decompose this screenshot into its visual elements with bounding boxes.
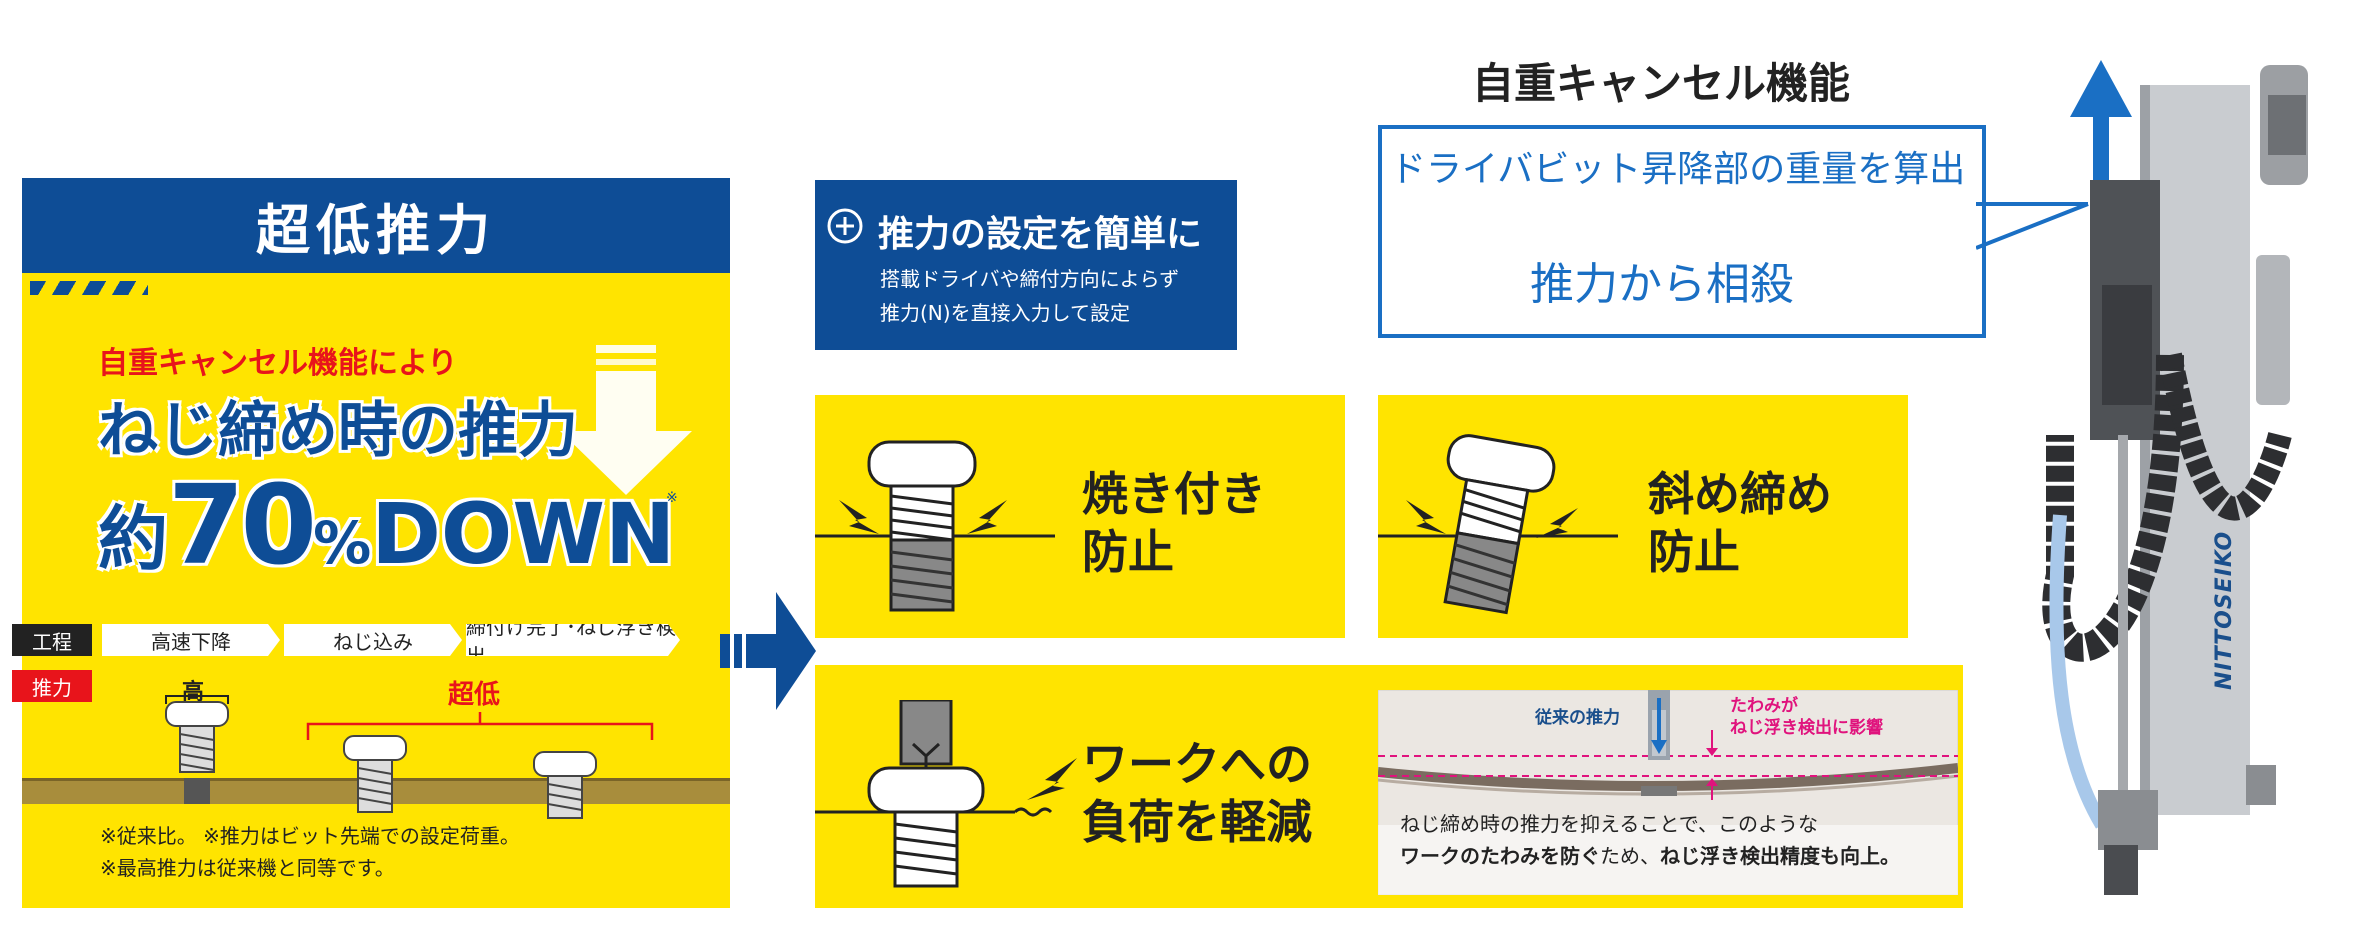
feature-load-label: ワークへの 負荷を軽減 [1082,735,1312,851]
headline-unit: % [313,509,372,577]
callout-box [1378,125,1986,338]
headline-prefix: 約 [98,498,168,580]
screwdriver-robot-illustration [2042,60,2308,895]
feature-seizure-line1: 焼き付き [1082,467,1266,521]
work-deflection-photo [1378,690,1958,895]
photo-force-label: 従来の推力 [1535,708,1620,728]
process-label: 工程 [12,624,92,656]
feature-seizure-line2: 防止 [1082,525,1174,579]
photo-deflect-label: たわみが ねじ浮き検出に影響 [1730,695,1883,739]
deflection-note-mid: ため、 [1600,844,1660,868]
setting-description: 搭載ドライバや締付方向によらず 推力(N)を直接入力して設定 [880,262,1179,330]
deflection-note-bold1: ワークのたわみを防ぐ [1400,844,1600,868]
skew-screw-icon [1378,434,1618,615]
intro-text: 自重キャンセル機能により [98,346,458,381]
easy-setting-box [815,180,1237,350]
setting-title: 推力の設定を簡単に [878,214,1203,255]
stage-descent: 高速下降 [102,624,280,656]
screw-stages-diagram [22,695,730,819]
seizure-screw-icon [815,440,1055,612]
right-arrow-icon [720,592,816,710]
setting-desc-line2: 推力(N)を直接入力して設定 [880,301,1130,325]
down-arrow-icon [560,345,692,495]
headline-suffix: DOWN [371,485,676,583]
panel-title: 超低推力 [22,178,730,273]
callout-pointer [1976,202,2089,250]
deflection-note-line2: ワークのたわみを防ぐため、ねじ浮き検出精度も向上。 [1400,840,1900,872]
headline-note-mark: ※ [666,490,678,506]
stage-screw-in: ねじ込み [284,624,462,656]
thrust-label: 推力 [12,670,92,702]
footnote: ※従来比。 ※推力はビット先端での設定荷重。 ※最高推力は従来機と同等です。 [100,820,520,884]
feature-load-line1: ワークへの [1082,737,1312,791]
feature-skew-label: 斜め締め 防止 [1648,465,1832,581]
headline-line1: ねじ締め時の推力 [98,396,578,466]
headline-value: 70 [168,461,317,589]
feature-skew-line2: 防止 [1648,525,1740,579]
footnote-line2: ※最高推力は従来機と同等です。 [100,856,395,880]
hazard-stripe [30,281,148,295]
callout-line2: 推力から相殺 [1530,259,1794,310]
footnote-line1: ※従来比。 ※推力はビット先端での設定荷重。 [100,824,520,848]
stage-complete: 締付け完了･ねじ浮き検出 [466,624,680,656]
self-weight-cancel-title: 自重キャンセル機能 [1472,59,1851,108]
photo-deflect-line2: ねじ浮き検出に影響 [1730,718,1883,738]
brand-logo: NITTOSEIKO [2212,530,2237,690]
feature-skew-line1: 斜め締め [1648,467,1832,521]
headline-line2: 約70%DOWN [98,470,675,580]
load-reduction-icon [815,700,1077,888]
feature-seizure-label: 焼き付き 防止 [1082,465,1266,581]
thrust-low-label: 超低 [448,680,501,710]
deflection-note: ねじ締め時の推力を抑えることで、このような ワークのたわみを防ぐため、ねじ浮き検… [1400,808,1900,872]
deflection-note-bold2: ねじ浮き検出精度も向上。 [1660,844,1900,868]
photo-deflect-line1: たわみが [1730,696,1798,716]
setting-desc-line1: 搭載ドライバや締付方向によらず [880,267,1180,291]
thrust-high-label: 高 [182,680,205,705]
deflection-note-line1: ねじ締め時の推力を抑えることで、このような [1400,812,1818,836]
feature-load-line2: 負荷を軽減 [1082,795,1312,849]
plus-circle-icon [827,208,863,244]
callout-line1: ドライバビット昇降部の重量を算出 [1390,149,1966,190]
